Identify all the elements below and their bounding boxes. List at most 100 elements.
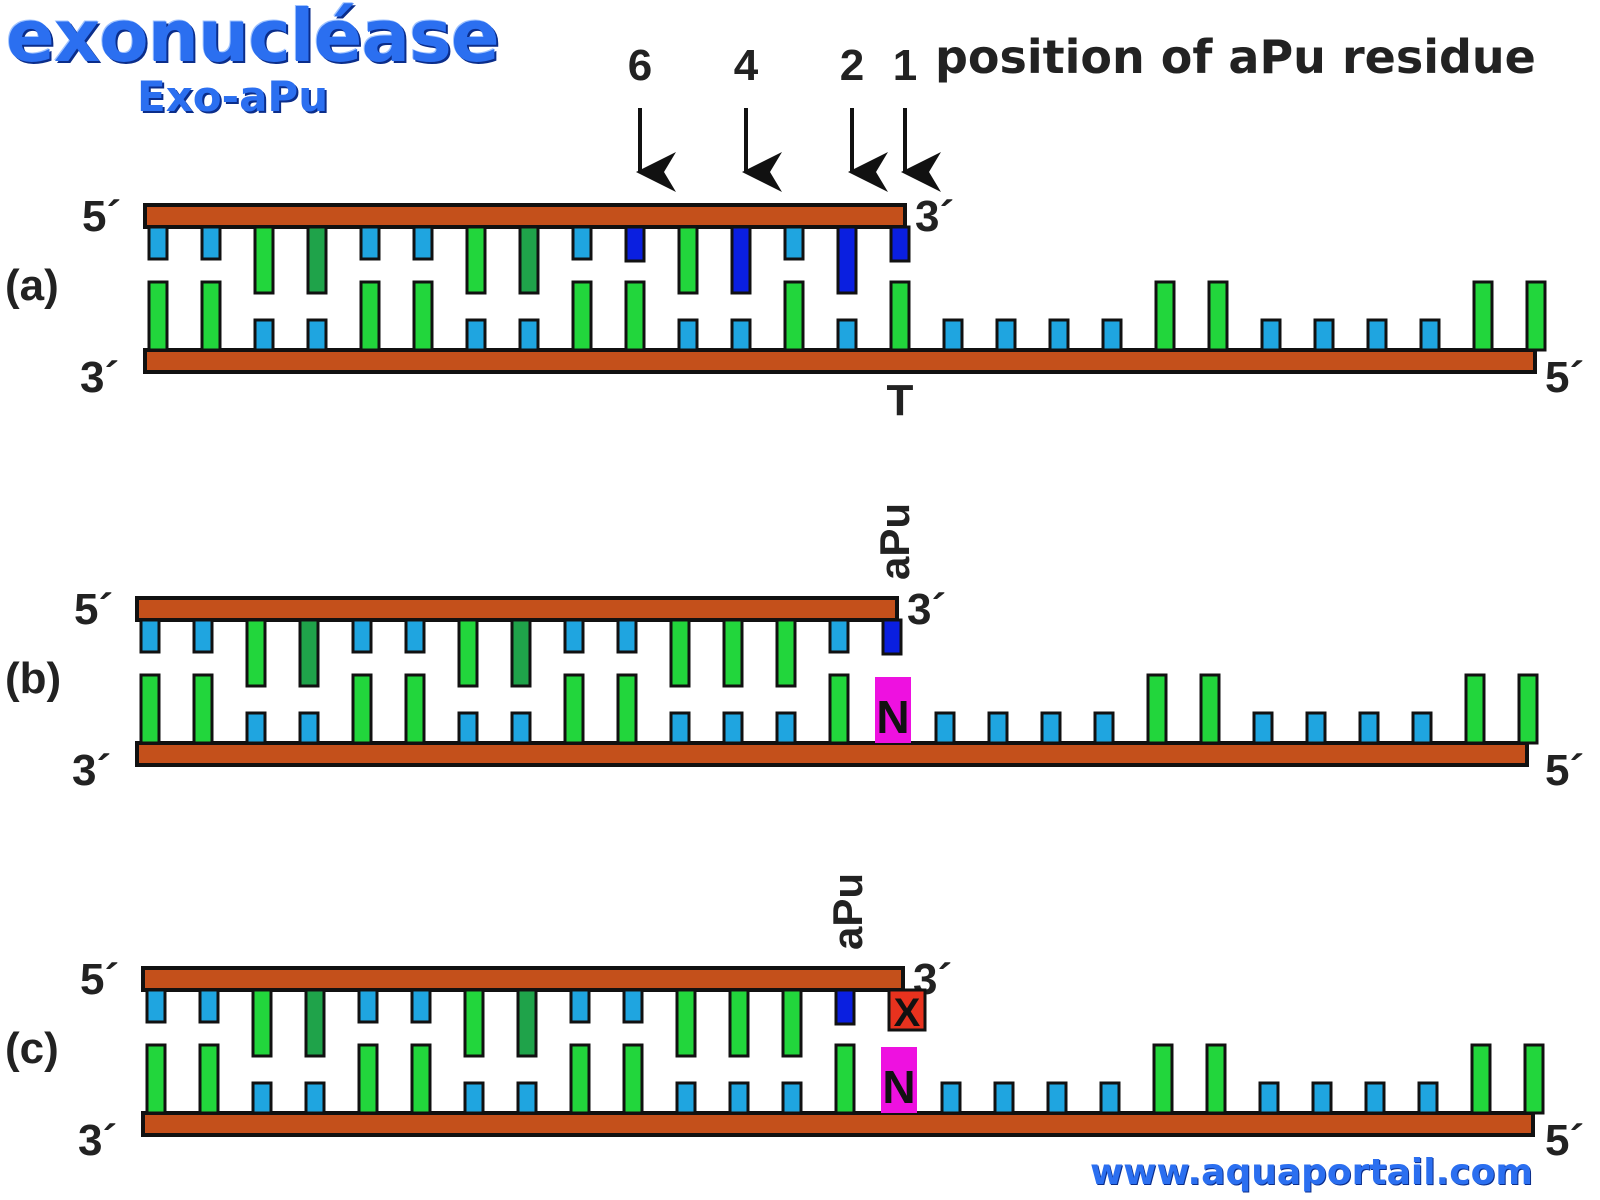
top-base-1 bbox=[147, 225, 169, 261]
panel-label-c: (c) bbox=[5, 1024, 59, 1073]
position-arrow-6: 6 bbox=[628, 41, 676, 192]
bottom-base-2 bbox=[200, 280, 222, 352]
top-3prime-label: 3´ bbox=[907, 585, 946, 634]
bottom-base-21 bbox=[1205, 1043, 1227, 1115]
bottom-base-18 bbox=[1048, 318, 1070, 352]
top-base-3 bbox=[253, 225, 275, 295]
bottom-base-12 bbox=[722, 711, 744, 745]
bottom-base-9 bbox=[563, 673, 585, 745]
top-base-12 bbox=[722, 618, 744, 688]
bottom-base-25 bbox=[1417, 1081, 1439, 1115]
panel-label-a: (a) bbox=[5, 261, 59, 310]
bottom-5prime-label: 5´ bbox=[1545, 1116, 1584, 1165]
position-arrow-2: 2 bbox=[840, 41, 888, 192]
top-backbone bbox=[135, 596, 899, 622]
bottom-base-11 bbox=[677, 318, 699, 352]
bottom-backbone bbox=[135, 741, 1529, 767]
bottom-base-12 bbox=[730, 318, 752, 352]
top-base-6 bbox=[412, 225, 434, 261]
bottom-base-16 bbox=[942, 318, 964, 352]
bottom-base-21 bbox=[1199, 673, 1221, 745]
top-base-14 bbox=[836, 225, 858, 295]
bottom-base-16 bbox=[934, 711, 956, 745]
top-base-3 bbox=[245, 618, 267, 688]
top-base-8 bbox=[516, 988, 538, 1058]
bottom-base-10 bbox=[622, 1043, 644, 1115]
bottom-base-24 bbox=[1366, 318, 1388, 352]
bottom-base-25 bbox=[1419, 318, 1441, 352]
bottom-base-3 bbox=[245, 711, 267, 745]
bottom-base-8 bbox=[510, 711, 532, 745]
bottom-base-5 bbox=[359, 280, 381, 352]
top-base-11 bbox=[675, 988, 697, 1058]
bottom-base-23 bbox=[1311, 1081, 1333, 1115]
diagram-subtitle: Exo-aPu bbox=[137, 72, 329, 121]
bottom-base-20 bbox=[1152, 1043, 1174, 1115]
bottom-base-19 bbox=[1093, 711, 1115, 745]
bottom-base-1 bbox=[145, 1043, 167, 1115]
top-base-9 bbox=[569, 988, 591, 1024]
bottom-3prime-label: 3´ bbox=[80, 353, 119, 402]
top-5prime-label: 5´ bbox=[82, 192, 121, 241]
bottom-base-24 bbox=[1358, 711, 1380, 745]
bottom-base-9 bbox=[569, 1043, 591, 1115]
bottom-base-4 bbox=[298, 711, 320, 745]
bottom-base-24 bbox=[1364, 1081, 1386, 1115]
bottom-base-1 bbox=[147, 280, 169, 352]
bottom-base-10 bbox=[616, 673, 638, 745]
bottom-base-10 bbox=[624, 280, 646, 352]
bottom-base-7 bbox=[465, 318, 487, 352]
diagram-title: exonucléase bbox=[6, 0, 500, 78]
bottom-3prime-label: 3´ bbox=[78, 1116, 117, 1165]
bottom-base-18 bbox=[1040, 711, 1062, 745]
position-arrow-4: 4 bbox=[734, 41, 782, 192]
bottom-base-19 bbox=[1101, 318, 1123, 352]
top-base-1 bbox=[139, 618, 161, 654]
top-base-13 bbox=[781, 988, 803, 1058]
bottom-base-22 bbox=[1258, 1081, 1280, 1115]
panel-a: 5´ 3´ 3´ 5´ (a) T bbox=[5, 192, 1584, 425]
bottom-base-27 bbox=[1525, 280, 1547, 352]
template-base-label: T bbox=[887, 376, 914, 425]
top-base-15 bbox=[881, 618, 903, 656]
top-base-10 bbox=[622, 988, 644, 1024]
excised-base-x: X bbox=[894, 991, 921, 1035]
top-base-7 bbox=[457, 618, 479, 688]
top-base-9 bbox=[563, 618, 585, 654]
bottom-base-14 bbox=[828, 673, 850, 745]
bottom-base-27 bbox=[1523, 1043, 1545, 1115]
bottom-base-19 bbox=[1099, 1081, 1121, 1115]
bottom-base-14 bbox=[836, 318, 858, 352]
bottom-base-11 bbox=[669, 711, 691, 745]
top-base-14 bbox=[828, 618, 850, 654]
bottom-5prime-label: 5´ bbox=[1545, 353, 1584, 402]
bottom-base-22 bbox=[1260, 318, 1282, 352]
top-base-5 bbox=[351, 618, 373, 654]
bottom-base-3 bbox=[253, 318, 275, 352]
bottom-base-6 bbox=[412, 280, 434, 352]
bottom-base-11 bbox=[675, 1081, 697, 1115]
bottom-base-15 bbox=[881, 1047, 917, 1113]
bottom-base-20 bbox=[1154, 280, 1176, 352]
website-footer: www.aquaportail.com bbox=[1090, 1152, 1533, 1193]
top-3prime-label: 3´ bbox=[915, 192, 954, 241]
top-base-7 bbox=[465, 225, 487, 295]
top-base-15 bbox=[889, 225, 911, 263]
top-base-12 bbox=[730, 225, 752, 295]
bottom-base-14 bbox=[834, 1043, 856, 1115]
bottom-base-23 bbox=[1313, 318, 1335, 352]
bottom-base-13 bbox=[783, 280, 805, 352]
apu-vertical-label: aPu bbox=[824, 873, 871, 950]
position-number-4: 4 bbox=[734, 41, 759, 90]
bottom-base-26 bbox=[1464, 673, 1486, 745]
bottom-base-13 bbox=[781, 1081, 803, 1115]
bottom-5prime-label: 5´ bbox=[1545, 746, 1584, 795]
position-arrow-1: 1 bbox=[893, 41, 941, 192]
top-base-5 bbox=[357, 988, 379, 1024]
bottom-base-2 bbox=[192, 673, 214, 745]
bottom-base-16 bbox=[940, 1081, 962, 1115]
